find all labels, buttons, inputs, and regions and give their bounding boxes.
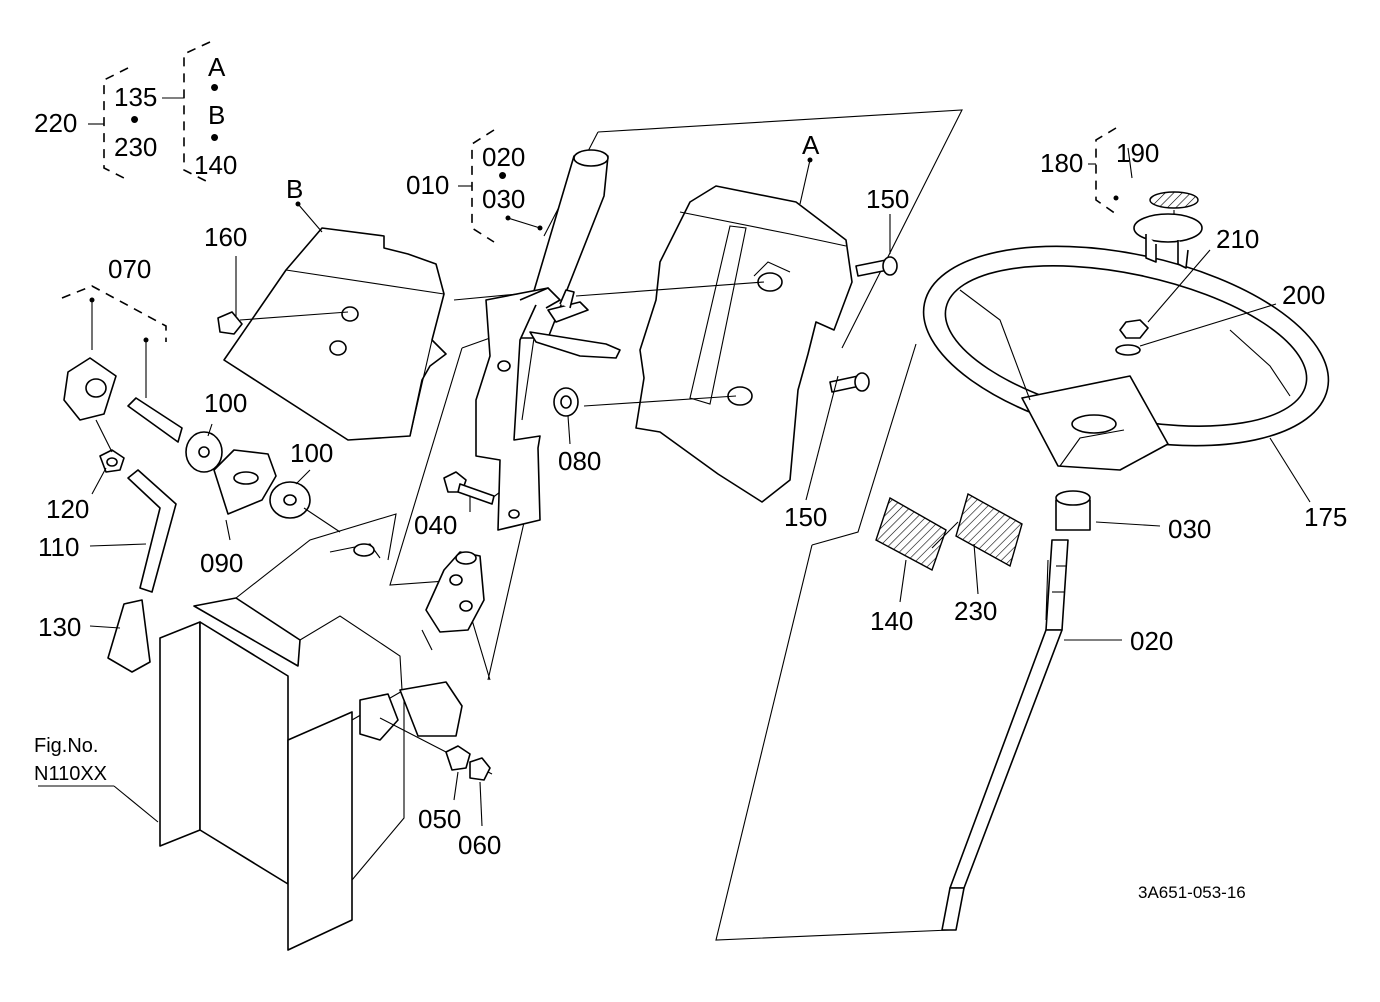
lower-bracket bbox=[159, 513, 463, 951]
label-190: 190 bbox=[1116, 138, 1159, 168]
figure-number: N110XX bbox=[34, 763, 107, 785]
label-020-top: 020 bbox=[482, 142, 525, 172]
separator-dot-4: • bbox=[498, 160, 507, 190]
leader-lines bbox=[38, 147, 1311, 827]
lever-110 bbox=[127, 469, 177, 593]
spacer-070 bbox=[63, 357, 117, 421]
label-030-top: 030 bbox=[482, 184, 525, 214]
label-080: 080 bbox=[558, 446, 601, 476]
label-020-shaft: 020 bbox=[1130, 626, 1173, 656]
label-100-right: 100 bbox=[290, 438, 333, 468]
label-175: 175 bbox=[1304, 502, 1347, 532]
bolt-040 bbox=[443, 471, 495, 505]
label-140-top: 140 bbox=[194, 150, 237, 180]
label-070: 070 bbox=[108, 254, 151, 284]
panel-a bbox=[635, 185, 853, 503]
plate-140 bbox=[875, 496, 947, 572]
separator-dot-2: • bbox=[210, 72, 219, 102]
spacer-080 bbox=[553, 387, 579, 417]
label-220: 220 bbox=[34, 108, 77, 138]
label-200: 200 bbox=[1282, 280, 1325, 310]
label-060: 060 bbox=[458, 830, 501, 860]
label-010: 010 bbox=[406, 170, 449, 200]
label-230-top: 230 bbox=[114, 132, 157, 162]
label-b-panel: B bbox=[286, 174, 303, 204]
universal-joint bbox=[421, 551, 485, 651]
part-labels: 220 135 • 230 A • B • 140 010 020 • 030 … bbox=[34, 52, 1347, 902]
bolt-threaded bbox=[127, 397, 183, 443]
kit-bracket-220 bbox=[88, 41, 211, 183]
bushing-030 bbox=[1055, 490, 1091, 531]
label-150-top: 150 bbox=[866, 184, 909, 214]
label-140-plate: 140 bbox=[870, 606, 913, 636]
kit-bracket-180 bbox=[1088, 127, 1117, 215]
nut-050 bbox=[445, 745, 471, 771]
label-230-plate: 230 bbox=[954, 596, 997, 626]
kit-bracket-070 bbox=[61, 285, 167, 342]
leader-dots bbox=[89, 157, 1119, 343]
washer-100a bbox=[185, 431, 223, 473]
label-090: 090 bbox=[200, 548, 243, 578]
label-050: 050 bbox=[418, 804, 461, 834]
nut-120 bbox=[99, 449, 125, 473]
separator-dot-3: • bbox=[210, 122, 219, 152]
grip-130 bbox=[107, 599, 151, 673]
drawing-reference-code: 3A651-053-16 bbox=[1138, 883, 1246, 902]
label-030-right: 030 bbox=[1168, 514, 1211, 544]
label-120: 120 bbox=[46, 494, 89, 524]
kit-bracket-010 bbox=[458, 129, 495, 243]
plate-230 bbox=[955, 492, 1023, 568]
label-210: 210 bbox=[1216, 224, 1259, 254]
separator-dot-1: • bbox=[130, 104, 139, 134]
steering-column-tube bbox=[519, 149, 609, 421]
label-160: 160 bbox=[204, 222, 247, 252]
panel-b bbox=[223, 227, 447, 441]
label-a-panel: A bbox=[802, 130, 820, 160]
label-100-left: 100 bbox=[204, 388, 247, 418]
plate-090 bbox=[213, 449, 277, 515]
bolt-150b bbox=[829, 372, 870, 393]
label-150-bottom: 150 bbox=[784, 502, 827, 532]
bolt-160 bbox=[217, 311, 243, 335]
column-bracket bbox=[475, 287, 621, 531]
label-a-top: A bbox=[208, 52, 226, 82]
figure-label: Fig.No. bbox=[34, 735, 98, 757]
label-135: 135 bbox=[114, 82, 157, 112]
nut-060 bbox=[469, 757, 491, 781]
label-b-top: B bbox=[208, 100, 225, 130]
horn-cap bbox=[1133, 191, 1203, 269]
washer-100b bbox=[269, 481, 311, 519]
label-040: 040 bbox=[414, 510, 457, 540]
wheel-nut bbox=[1115, 319, 1149, 356]
label-130: 130 bbox=[38, 612, 81, 642]
label-180: 180 bbox=[1040, 148, 1083, 178]
bolt-150a bbox=[855, 256, 898, 277]
label-110: 110 bbox=[38, 532, 79, 562]
steering-shaft bbox=[941, 539, 1069, 931]
